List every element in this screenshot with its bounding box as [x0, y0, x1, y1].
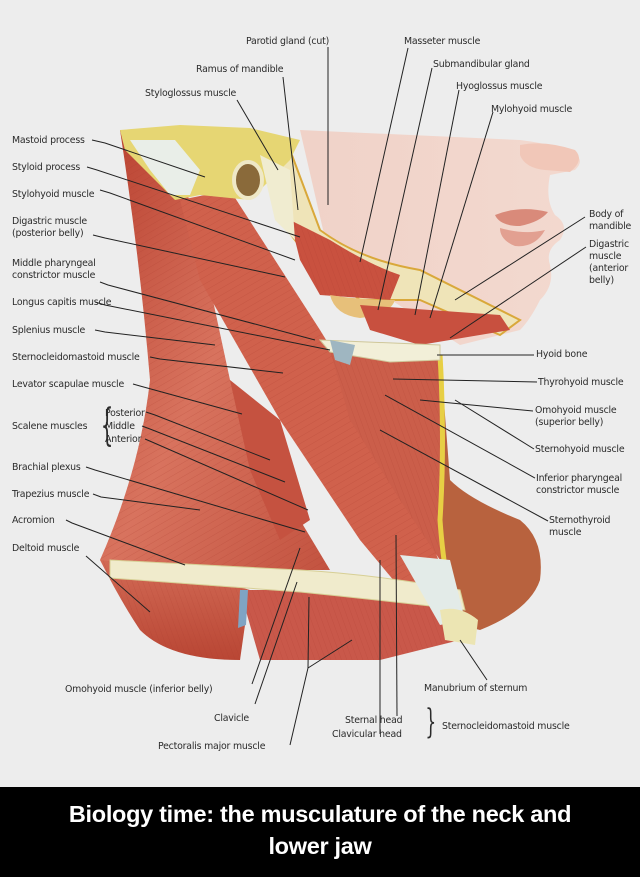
label-trapezius-muscle: Trapezius muscle — [12, 489, 90, 500]
label-sternothyroid-muscle: Sternothyroid muscle — [549, 515, 611, 538]
sternal-heads — [400, 555, 465, 625]
mylohyoid-region — [360, 305, 510, 345]
vessel — [238, 590, 248, 628]
label-styloglossus-muscle: Styloglossus muscle — [145, 88, 237, 99]
label-splenius-muscle: Splenius muscle — [12, 325, 86, 336]
label-hyoglossus-muscle: Hyoglossus muscle — [456, 81, 543, 92]
label-pectoralis-major: Pectoralis major muscle — [158, 741, 266, 752]
label-scalene-anterior: Anterior — [105, 434, 142, 445]
label-parotid-gland: Parotid gland (cut) — [246, 36, 330, 47]
label-submandibular-gland: Submandibular gland — [433, 59, 530, 70]
label-mastoid-process: Mastoid process — [12, 135, 85, 146]
meme-caption: Biology time: the musculature of the nec… — [0, 787, 640, 877]
leader-lines — [65, 47, 587, 746]
label-deltoid-muscle: Deltoid muscle — [12, 543, 80, 554]
label-manubrium-of-sternum: Manubrium of sternum — [424, 683, 528, 694]
scm-brace: } — [425, 702, 437, 742]
label-clavicular-head: Clavicular head — [332, 729, 402, 740]
label-levator-scapulae: Levator scapulae muscle — [12, 379, 125, 390]
label-digastric-anterior: Digastric muscle (anterior belly) — [589, 239, 629, 286]
label-masseter-muscle: Masseter muscle — [404, 36, 481, 47]
label-sternal-head: Sternal head — [345, 715, 403, 726]
label-brachial-plexus: Brachial plexus — [12, 462, 81, 473]
label-body-of-mandible: Body of mandible — [589, 209, 632, 232]
label-styloid-process: Styloid process — [12, 162, 81, 173]
lips — [495, 209, 548, 226]
caption-line-1: Biology time: the musculature of the nec… — [68, 801, 572, 827]
label-omohyoid-inferior: Omohyoid muscle (inferior belly) — [65, 684, 213, 695]
label-inferior-pharyngeal-constrictor: Inferior pharyngeal constrictor muscle — [536, 473, 623, 496]
label-longus-capitis: Longus capitis muscle — [12, 297, 112, 308]
label-sternocleidomastoid-left: Sternocleidomastoid muscle — [12, 352, 140, 363]
label-clavicle: Clavicle — [214, 713, 249, 724]
clavicle — [109, 559, 466, 611]
neck-anatomy-illustration — [65, 47, 587, 746]
label-thyrohyoid-muscle: Thyrohyoid muscle — [538, 377, 624, 388]
anatomy-figure: Parotid gland (cut) Masseter muscle Ramu… — [0, 0, 640, 787]
label-ramus-of-mandible: Ramus of mandible — [196, 64, 284, 75]
label-omohyoid-superior: Omohyoid muscle (superior belly) — [535, 405, 617, 428]
lower-lip — [500, 228, 545, 247]
face-skin — [300, 130, 580, 345]
label-sternohyoid-muscle: Sternohyoid muscle — [535, 444, 625, 455]
manubrium — [440, 608, 478, 645]
label-stylohyoid-muscle: Stylohyoid muscle — [12, 189, 95, 200]
label-digastric-posterior: Digastric muscle (posterior belly) — [12, 216, 87, 239]
nose — [520, 143, 579, 172]
label-mylohyoid-muscle: Mylohyoid muscle — [491, 104, 573, 115]
neck-skin-lower — [440, 350, 541, 630]
label-scalene-middle: Middle — [105, 421, 135, 432]
label-acromion: Acromion — [12, 515, 55, 526]
scalene-brace: { — [100, 400, 114, 451]
label-hyoid-bone: Hyoid bone — [536, 349, 588, 360]
label-scalene-posterior: Posterior — [105, 408, 145, 419]
caption-line-2: lower jaw — [268, 833, 372, 859]
ear-canal — [232, 160, 264, 200]
label-sternocleidomastoid-bottom: Sternocleidomastoid muscle — [442, 721, 570, 732]
label-scalene-muscles: Scalene muscles — [12, 421, 88, 432]
label-middle-pharyngeal-constrictor: Middle pharyngeal constrictor muscle — [12, 258, 96, 281]
